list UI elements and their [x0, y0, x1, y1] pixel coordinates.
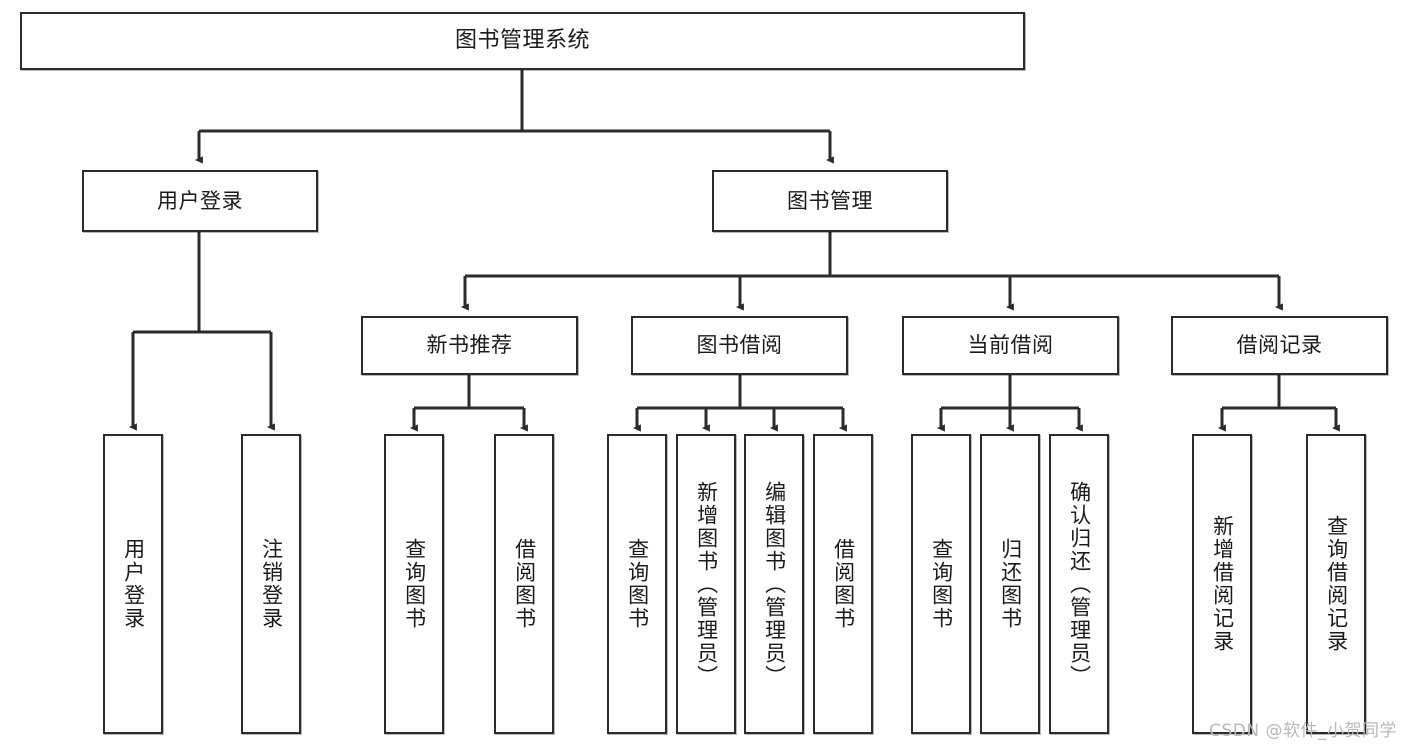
- leaf-records-query-record[interactable]: 查询借阅记录: [1306, 434, 1366, 734]
- node-current-borrow[interactable]: 当前借阅: [902, 316, 1119, 375]
- node-label: 新增图书（管理员）: [694, 480, 719, 688]
- node-label: 图书借阅: [696, 333, 783, 358]
- node-label: 查询图书: [625, 538, 650, 630]
- leaf-current-return-book[interactable]: 归还图书: [980, 434, 1040, 734]
- node-book-management[interactable]: 图书管理: [712, 170, 948, 232]
- node-new-book-recommend[interactable]: 新书推荐: [361, 316, 578, 375]
- node-book-borrow[interactable]: 图书借阅: [631, 316, 848, 375]
- node-label: 当前借阅: [967, 333, 1054, 358]
- node-label: 图书管理: [787, 188, 873, 213]
- leaf-borrow-query-book[interactable]: 查询图书: [607, 434, 667, 734]
- leaf-current-query-book[interactable]: 查询图书: [911, 434, 971, 734]
- node-label: 借阅记录: [1236, 333, 1323, 358]
- node-root-system[interactable]: 图书管理系统: [20, 12, 1025, 70]
- node-label: 编辑图书（管理员）: [762, 480, 787, 688]
- node-user-login[interactable]: 用户登录: [82, 170, 318, 232]
- node-label: 用户登录: [157, 188, 243, 213]
- leaf-borrow-add-book-admin[interactable]: 新增图书（管理员）: [676, 434, 736, 734]
- node-label: 新书推荐: [426, 333, 513, 358]
- csdn-watermark: CSDN @软件_小贺同学: [1209, 721, 1397, 741]
- node-borrow-records[interactable]: 借阅记录: [1171, 316, 1388, 375]
- leaf-user-login-signout[interactable]: 注销登录: [241, 434, 301, 734]
- leaf-recommend-query-book[interactable]: 查询图书: [384, 434, 444, 734]
- node-label: 注销登录: [259, 538, 284, 630]
- leaf-borrow-borrow-book[interactable]: 借阅图书: [813, 434, 873, 734]
- node-label: 查询借阅记录: [1324, 515, 1349, 653]
- leaf-user-login-signin[interactable]: 用户登录: [103, 434, 163, 734]
- leaf-records-add-record[interactable]: 新增借阅记录: [1192, 434, 1252, 734]
- leaf-borrow-edit-book-admin[interactable]: 编辑图书（管理员）: [744, 434, 804, 734]
- node-label: 用户登录: [121, 538, 146, 630]
- node-label: 借阅图书: [831, 538, 856, 630]
- node-label: 借阅图书: [512, 538, 537, 630]
- node-label: 归还图书: [998, 538, 1023, 630]
- node-label: 查询图书: [402, 538, 427, 630]
- node-label: 查询图书: [929, 538, 954, 630]
- node-label: 图书管理系统: [454, 28, 590, 54]
- leaf-current-confirm-return-admin[interactable]: 确认归还（管理员）: [1049, 434, 1109, 734]
- node-label: 确认归还（管理员）: [1067, 480, 1092, 688]
- leaf-recommend-borrow-book[interactable]: 借阅图书: [494, 434, 554, 734]
- node-label: 新增借阅记录: [1210, 515, 1235, 653]
